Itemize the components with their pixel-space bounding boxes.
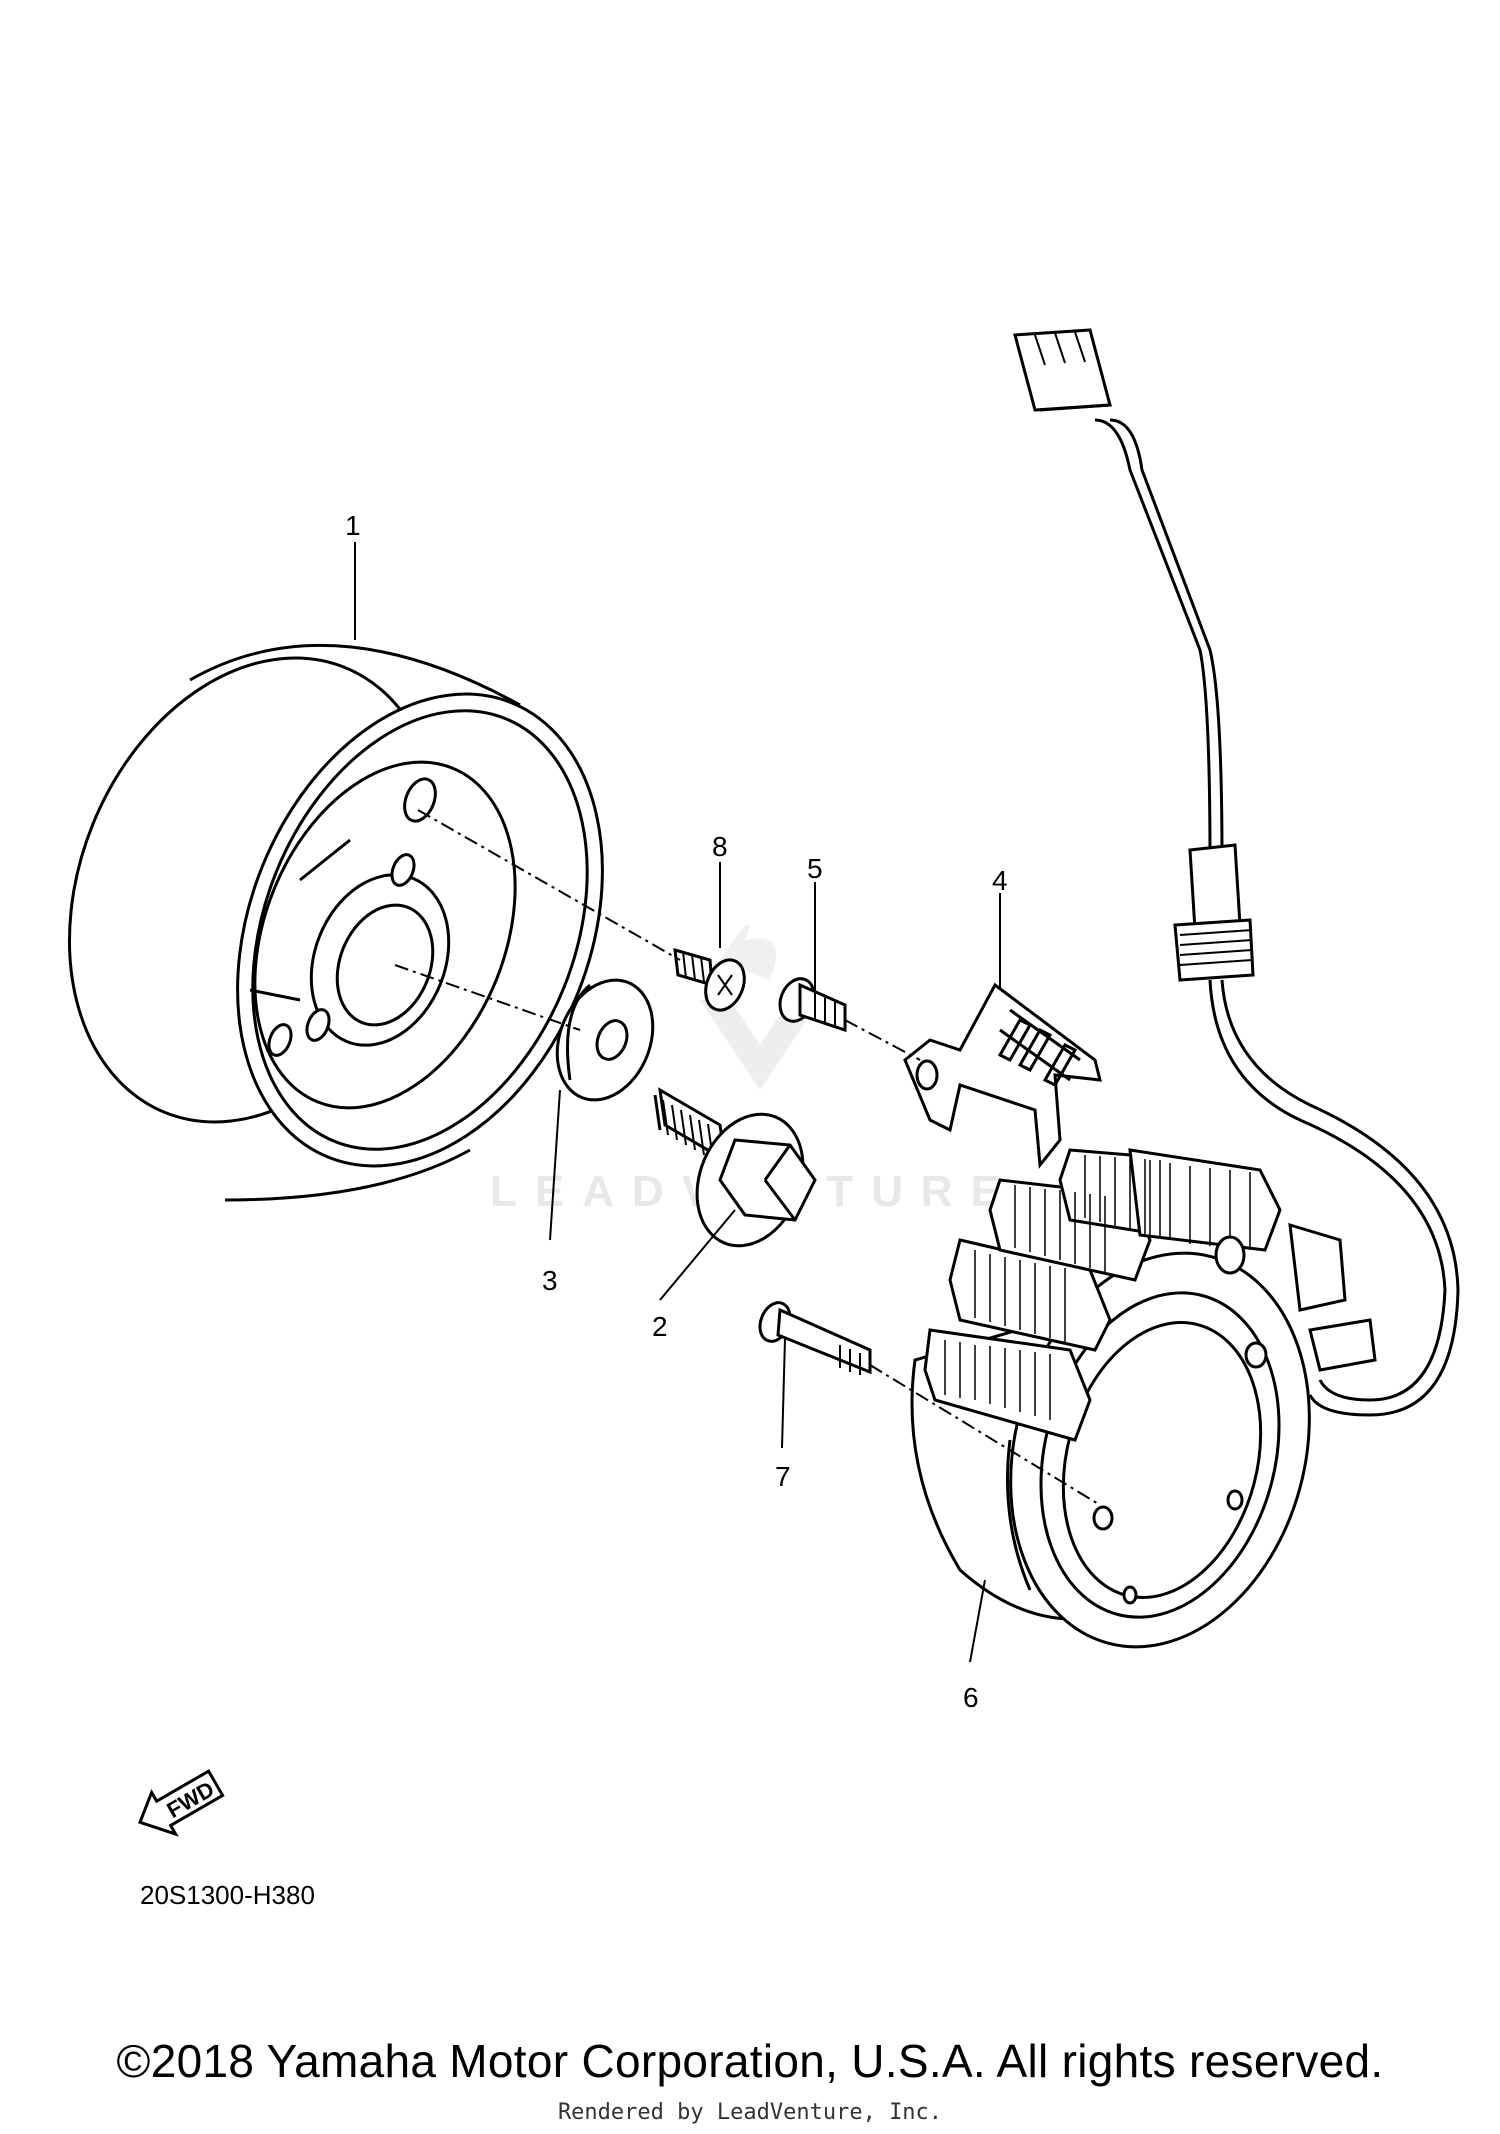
stator-assembly bbox=[910, 1148, 1377, 1649]
screw-5 bbox=[778, 977, 847, 1033]
bracket bbox=[903, 982, 1102, 1169]
callout-4: 4 bbox=[992, 865, 1008, 896]
diagram-code: 20S1300-H380 bbox=[140, 1880, 315, 1910]
copyright-notice: ©2018 Yamaha Motor Corporation, U.S.A. A… bbox=[116, 2035, 1384, 2087]
wire-harness bbox=[1013, 328, 1460, 1417]
callout-8: 8 bbox=[712, 831, 728, 862]
callout-5: 5 bbox=[807, 853, 823, 884]
screw-8 bbox=[673, 947, 746, 1012]
washer bbox=[555, 978, 655, 1102]
fwd-arrow-icon: FWD bbox=[138, 1769, 225, 1837]
flange-bolt bbox=[653, 1087, 817, 1248]
callout-6: 6 bbox=[963, 1682, 979, 1713]
leader-lines bbox=[354, 542, 1001, 1663]
callout-2: 2 bbox=[652, 1311, 668, 1342]
callout-3: 3 bbox=[542, 1265, 558, 1296]
callout-7: 7 bbox=[775, 1461, 791, 1492]
rendered-by-credit: Rendered by LeadVenture, Inc. bbox=[557, 2100, 943, 2125]
alignment-lines bbox=[394, 809, 1101, 1506]
flywheel-rotor bbox=[67, 643, 604, 1202]
callout-1: 1 bbox=[345, 510, 361, 541]
long-bolt bbox=[758, 1301, 872, 1375]
callout-labels: 1 2 3 4 5 6 7 8 bbox=[345, 510, 1008, 1713]
